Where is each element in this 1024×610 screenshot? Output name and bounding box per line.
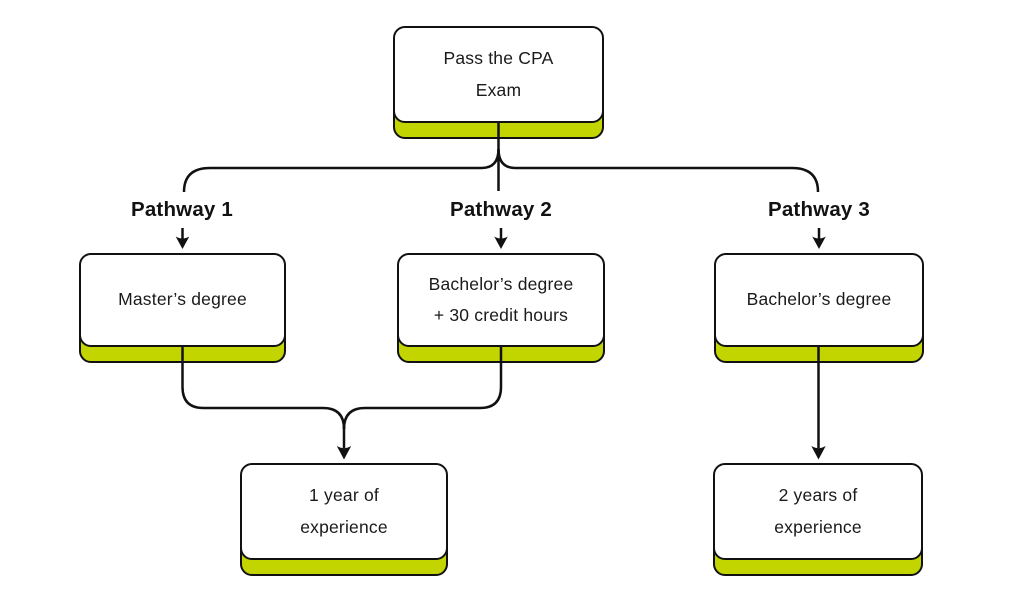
node-1-year-experience: 1 year of experience bbox=[240, 463, 448, 576]
node-bachelors-plus-30-credits: Bachelor’s degree + 30 credit hours bbox=[397, 253, 605, 363]
arrow-into-bachelors bbox=[812, 228, 826, 249]
node-face: 1 year of experience bbox=[240, 463, 448, 560]
label-pathway-3: Pathway 3 bbox=[767, 198, 871, 221]
node-face: Master’s degree bbox=[79, 253, 286, 347]
node-label: 2 years of experience bbox=[774, 485, 862, 537]
node-label: Bachelor’s degree bbox=[746, 289, 892, 310]
node-face: 2 years of experience bbox=[713, 463, 923, 560]
node-2-years-experience: 2 years of experience bbox=[713, 463, 923, 576]
node-label: Master’s degree bbox=[118, 289, 247, 310]
connector-merge-to-1-year-experience bbox=[181, 346, 503, 460]
node-face: Bachelor’s degree bbox=[714, 253, 924, 347]
node-label: Pass the CPA Exam bbox=[443, 48, 554, 100]
arrow-into-masters bbox=[175, 228, 190, 249]
node-bachelors-degree: Bachelor’s degree bbox=[714, 253, 924, 363]
node-face: Bachelor’s degree + 30 credit hours bbox=[397, 253, 605, 347]
node-pass-cpa-exam: Pass the CPA Exam bbox=[393, 26, 604, 139]
label-pathway-1: Pathway 1 bbox=[130, 198, 234, 221]
label-pathway-2: Pathway 2 bbox=[449, 198, 553, 221]
node-label: Bachelor’s degree + 30 credit hours bbox=[428, 273, 574, 325]
arrow-into-bachelors-plus-30 bbox=[494, 228, 508, 249]
arrow-bachelors-to-2-years-experience bbox=[811, 346, 826, 460]
node-masters-degree: Master’s degree bbox=[79, 253, 286, 363]
node-label: 1 year of experience bbox=[300, 485, 388, 537]
node-face: Pass the CPA Exam bbox=[393, 26, 604, 123]
